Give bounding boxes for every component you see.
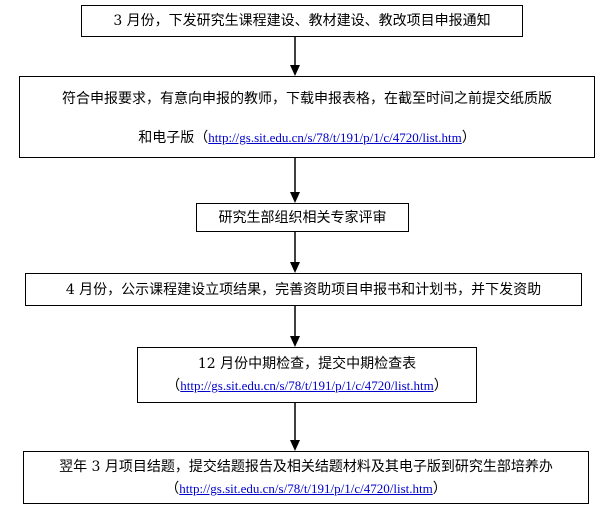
arrow-step5-to-step6 <box>290 403 300 451</box>
flow-step-submit-application-text-line2: 和电子版（http://gs.sit.edu.cn/s/78/t/191/p/1… <box>20 128 594 148</box>
flow-step-final-acceptance-text: 翌年 3 月项目结题，提交结题报告及相关结题材料及其电子版到研究生部培养办 <box>59 459 553 475</box>
flow-step-midterm-check-link-line: （http://gs.sit.edu.cn/s/78/t/191/p/1/c/4… <box>138 375 476 397</box>
flow-step-expert-review-text: 研究生部组织相关专家评审 <box>218 210 387 226</box>
application-form-link[interactable]: http://gs.sit.edu.cn/s/78/t/191/p/1/c/47… <box>208 130 462 145</box>
flow-step-midterm-check-prefix: （ <box>166 378 181 394</box>
arrow-step2-to-step3 <box>290 158 300 203</box>
flow-step-submit-application-suffix: ） <box>461 130 476 146</box>
flow-step-final-acceptance: 翌年 3 月项目结题，提交结题报告及相关结题材料及其电子版到研究生部培养办 （h… <box>23 451 589 504</box>
flow-step-expert-review: 研究生部组织相关专家评审 <box>196 203 409 232</box>
flow-step-submit-application: 符合申报要求，有意向申报的教师，下载申报表格，在截至时间之前提交纸质版 和电子版… <box>19 76 595 158</box>
flow-step-announce-results: 4 月份，公示课程建设立项结果，完善资助项目申报书和计划书，并下发资助 <box>25 273 582 306</box>
final-acceptance-link[interactable]: http://gs.sit.edu.cn/s/78/t/191/p/1/c/47… <box>179 481 433 496</box>
flow-step-midterm-check-suffix: ） <box>433 378 448 394</box>
flow-step-final-acceptance-suffix: ） <box>432 481 447 497</box>
flow-step-final-acceptance-link-line: （http://gs.sit.edu.cn/s/78/t/191/p/1/c/4… <box>24 478 588 500</box>
arrow-step4-to-step5 <box>290 306 300 347</box>
flow-step-final-acceptance-prefix: （ <box>165 481 180 497</box>
flow-step-submit-application-prefix: 和电子版（ <box>138 130 209 146</box>
flow-step-submit-application-text-line1: 符合申报要求，有意向申报的教师，下载申报表格，在截至时间之前提交纸质版 <box>62 91 552 107</box>
arrow-step3-to-step4 <box>290 232 300 273</box>
arrow-step1-to-step2 <box>290 37 300 76</box>
flow-step-midterm-check-text: 12 月份中期检查，提交中期检查表 <box>197 356 417 372</box>
flow-step-midterm-check: 12 月份中期检查，提交中期检查表 （http://gs.sit.edu.cn/… <box>137 347 477 403</box>
flow-step-notice: 3 月份，下发研究生课程建设、教材建设、教改项目申报通知 <box>81 5 523 37</box>
midterm-check-link[interactable]: http://gs.sit.edu.cn/s/78/t/191/p/1/c/47… <box>180 378 434 393</box>
flow-step-announce-results-text: 4 月份，公示课程建设立项结果，完善资助项目申报书和计划书，并下发资助 <box>65 282 542 298</box>
flow-step-notice-text: 3 月份，下发研究生课程建设、教材建设、教改项目申报通知 <box>113 13 491 29</box>
